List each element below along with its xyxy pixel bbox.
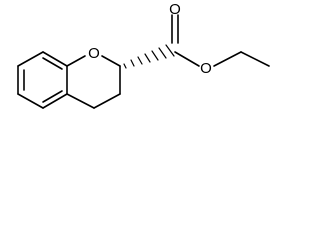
hash-mark — [130, 59, 135, 67]
hashed-wedge-bond — [123, 44, 175, 69]
bond-oxygen-to-stereocenter — [101, 55, 121, 67]
ester-oxygen-label: O — [200, 60, 212, 77]
bond-benzene-4 — [17, 93, 44, 109]
bond-benzene-6 — [17, 51, 44, 67]
carbonyl-oxygen-label: O — [169, 1, 181, 18]
double-bond-benzene-b — [42, 90, 63, 103]
molecule-canvas: O O O — [0, 0, 285, 134]
bond-benzene-3 — [42, 93, 68, 109]
ethyl-chromane-2-carboxylate-structure: O O O — [17, 1, 270, 109]
hash-mark — [165, 44, 175, 57]
bond-ethyl-to-methyl — [240, 51, 270, 67]
hash-mark — [158, 47, 167, 59]
hash-mark — [123, 63, 127, 69]
bond-aromatic-to-oxygen — [66, 55, 86, 67]
bond-benzylic-to-aromatic — [66, 93, 95, 109]
bond-carbonyl-carbon-to-ester-oxygen — [174, 51, 200, 67]
hash-mark — [151, 50, 159, 61]
hash-mark — [137, 56, 143, 65]
ring-oxygen-label: O — [88, 45, 100, 62]
bond-ester-oxygen-to-ethyl — [213, 51, 242, 67]
bond-methylene-to-benzylic — [93, 93, 121, 109]
hash-mark — [144, 53, 151, 63]
bond-benzene-1 — [42, 51, 68, 67]
double-bond-benzene-a — [42, 57, 63, 70]
